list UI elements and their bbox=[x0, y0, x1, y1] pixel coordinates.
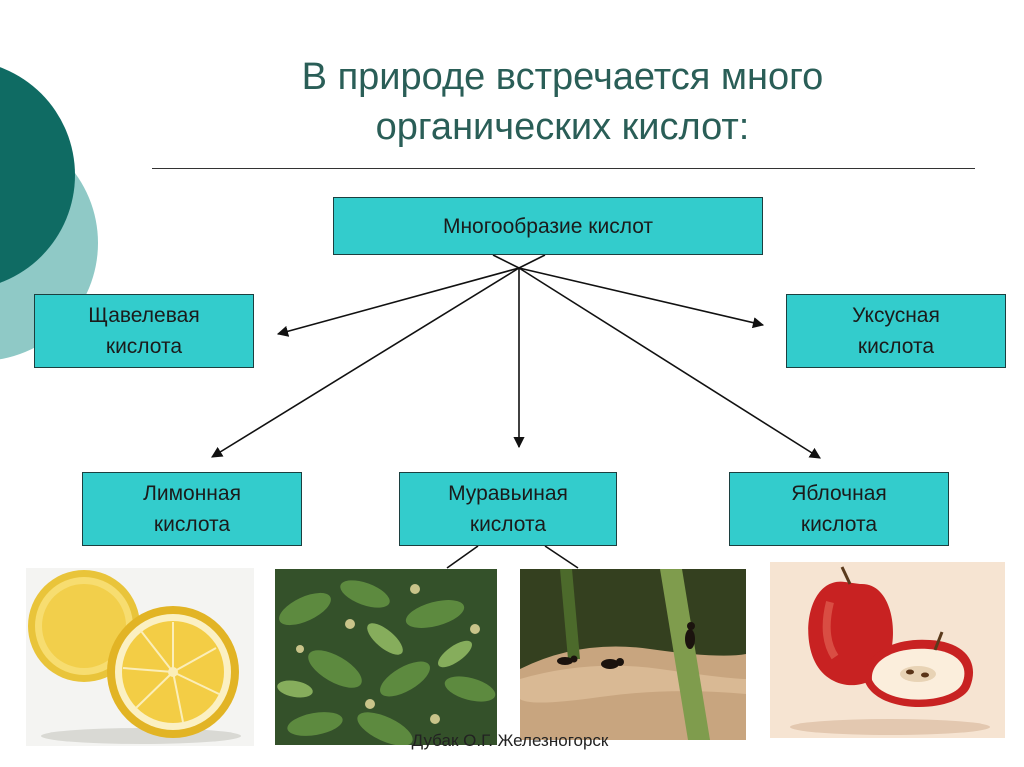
title-divider bbox=[152, 168, 975, 169]
ants-photo bbox=[520, 569, 746, 740]
node-formic-acid: Муравьиная кислота bbox=[399, 472, 617, 546]
title-line-1: В природе встречается много bbox=[301, 56, 824, 98]
fork-line-right bbox=[518, 254, 546, 269]
apple-photo bbox=[770, 562, 1005, 738]
formic-link-right bbox=[544, 545, 579, 569]
node-citric-acid: Лимонная кислота bbox=[82, 472, 302, 546]
node-acetic-acid: Уксусная кислота bbox=[786, 294, 1006, 368]
footer-caption: Дубак О.Г. Железногорск bbox=[411, 731, 609, 750]
arrow-to-citric bbox=[211, 267, 520, 458]
lemon-photo bbox=[26, 568, 254, 746]
node-oxalic-acid: Щавелевая кислота bbox=[34, 294, 254, 368]
title-line-2: органических кислот: bbox=[375, 106, 750, 148]
formic-link-left bbox=[446, 545, 479, 569]
nettle-photo bbox=[275, 569, 497, 745]
arrow-to-acetic bbox=[518, 267, 765, 329]
arrow-to-oxalic bbox=[276, 267, 520, 337]
root-node-acid-diversity: Многообразие кислот bbox=[333, 197, 763, 255]
slide-title: В природе встречается много органических… bbox=[150, 52, 975, 152]
fork-line-left bbox=[492, 254, 520, 269]
arrow-to-malic bbox=[518, 267, 821, 459]
node-malic-acid: Яблочная кислота bbox=[729, 472, 949, 546]
